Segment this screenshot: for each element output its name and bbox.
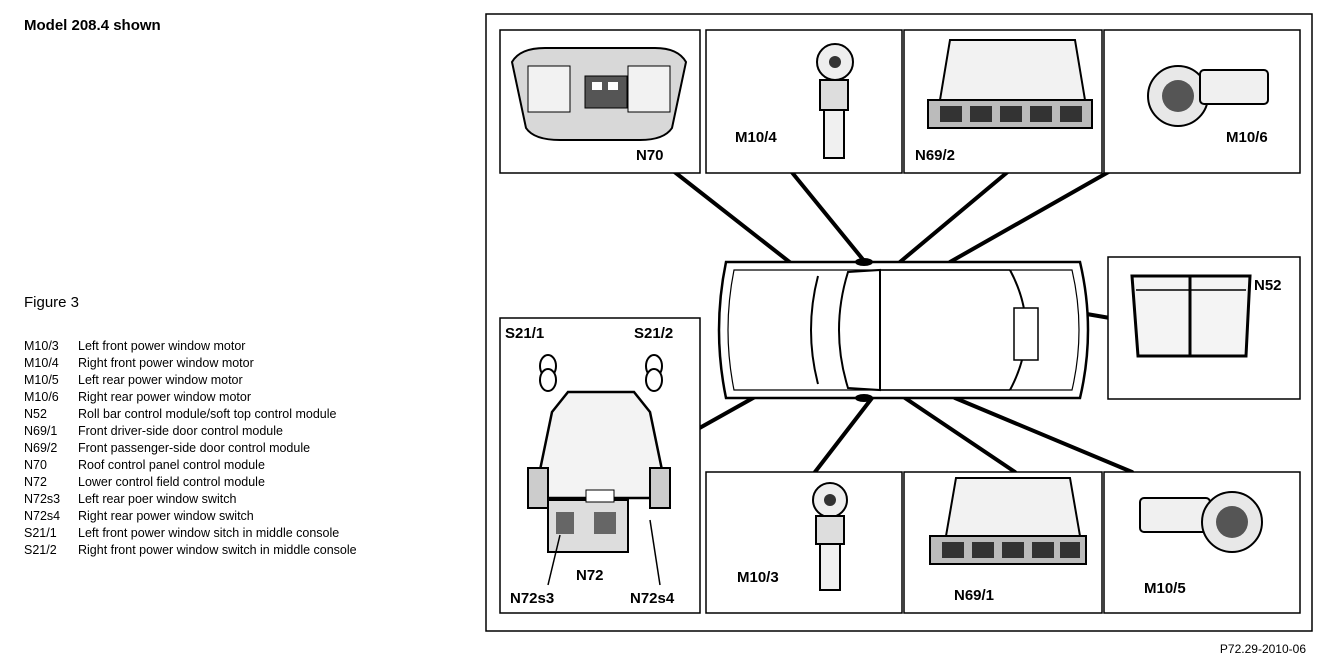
figure-title: Figure 3 bbox=[24, 294, 80, 311]
door-control-module-icon bbox=[929, 477, 1087, 565]
label-m10-3: M10/3 bbox=[737, 569, 779, 586]
legend-desc: Front passenger-side door control module bbox=[78, 441, 311, 455]
box-n52: N52 bbox=[1107, 256, 1301, 400]
legend-code: N70 bbox=[24, 458, 47, 472]
legend-code: M10/5 bbox=[24, 373, 59, 387]
legend-item: N70 Roof control panel control module bbox=[24, 457, 357, 474]
legend-code: S21/2 bbox=[24, 543, 57, 557]
legend-item: N72s3 Left rear poer window switch bbox=[24, 491, 357, 508]
box-m10-3: M10/3 bbox=[705, 471, 903, 614]
model-caption: Model 208.4 shown bbox=[24, 17, 161, 34]
label-n72s4: N72s4 bbox=[630, 590, 675, 607]
legend-code: M10/4 bbox=[24, 356, 59, 370]
box-n69-1: N69/1 bbox=[903, 471, 1103, 614]
legend-desc: Right front power window motor bbox=[78, 356, 254, 370]
label-n69-1: N69/1 bbox=[954, 587, 994, 604]
legend-item: M10/5 Left rear power window motor bbox=[24, 372, 357, 389]
box-n69-2: N69/2 bbox=[903, 29, 1103, 174]
legend-desc: Roll bar control module/soft top control… bbox=[78, 407, 337, 421]
legend-item: N52 Roll bar control module/soft top cont… bbox=[24, 406, 357, 423]
legend-item: N72s4 Right rear power window switch bbox=[24, 508, 357, 525]
window-motor-icon bbox=[816, 43, 854, 159]
label-s21-2: S21/2 bbox=[634, 325, 673, 342]
box-n72: S21/1 S21/2 N72 N72s3 N72s4 bbox=[499, 317, 701, 614]
legend-desc: Left rear poer window switch bbox=[78, 492, 237, 506]
door-control-module-icon bbox=[927, 39, 1093, 129]
legend-code: S21/1 bbox=[24, 526, 57, 540]
label-n52: N52 bbox=[1254, 277, 1282, 294]
label-n72s3: N72s3 bbox=[510, 590, 554, 607]
figure-reference: P72.29-2010-06 bbox=[1219, 642, 1306, 656]
label-n69-2: N69/2 bbox=[915, 147, 955, 164]
label-n72: N72 bbox=[576, 567, 604, 584]
label-m10-6: M10/6 bbox=[1226, 129, 1268, 146]
legend-desc: Right rear power window motor bbox=[78, 390, 251, 404]
label-s21-1: S21/1 bbox=[505, 325, 544, 342]
legend-item: M10/3 Left front power window motor bbox=[24, 338, 357, 355]
legend-code: N69/2 bbox=[24, 441, 58, 455]
legend-code: N72s4 bbox=[24, 509, 61, 523]
legend-desc: Left front power window motor bbox=[78, 339, 246, 353]
box-m10-4: M10/4 bbox=[705, 29, 903, 174]
legend-item: M10/4 Right front power window motor bbox=[24, 355, 357, 372]
label-n70: N70 bbox=[636, 147, 664, 164]
legend-code: N52 bbox=[24, 407, 47, 421]
box-n70: N70 bbox=[499, 29, 701, 174]
legend-code: N72s3 bbox=[24, 492, 61, 506]
legend-item: S21/2 Right front power window switch in … bbox=[24, 542, 357, 559]
legend-desc: Lower control field control module bbox=[78, 475, 265, 489]
label-m10-4: M10/4 bbox=[735, 129, 777, 146]
legend-desc: Front driver-side door control module bbox=[78, 424, 283, 438]
window-motor-icon bbox=[1139, 491, 1263, 553]
legend-desc: Roof control panel control module bbox=[78, 458, 265, 472]
component-legend: M10/3 Left front power window motor M10/4… bbox=[24, 338, 357, 559]
diagram-frame bbox=[485, 13, 1313, 632]
car-top-view-icon bbox=[717, 258, 1090, 402]
roof-control-panel-icon bbox=[510, 47, 688, 141]
lower-control-field-icon bbox=[527, 390, 671, 553]
legend-code: N72 bbox=[24, 475, 47, 489]
legend-item: N69/2 Front passenger-side door control m… bbox=[24, 440, 357, 457]
box-m10-5: M10/5 bbox=[1103, 471, 1301, 614]
legend-item: N72 Lower control field control module bbox=[24, 474, 357, 491]
switch-s21-1-icon bbox=[539, 354, 557, 392]
box-m10-6: M10/6 bbox=[1103, 29, 1301, 174]
legend-desc: Right rear power window switch bbox=[78, 509, 254, 523]
legend-desc: Right front power window switch in middl… bbox=[78, 543, 357, 557]
window-motor-icon bbox=[812, 482, 848, 591]
legend-code: M10/3 bbox=[24, 339, 59, 353]
window-motor-icon bbox=[1147, 65, 1269, 127]
legend-code: N69/1 bbox=[24, 424, 58, 438]
label-m10-5: M10/5 bbox=[1144, 580, 1186, 597]
legend-item: S21/1 Left front power window sitch in mi… bbox=[24, 525, 357, 542]
legend-desc: Left rear power window motor bbox=[78, 373, 243, 387]
roll-bar-module-icon bbox=[1130, 274, 1252, 358]
legend-desc: Left front power window sitch in middle … bbox=[78, 526, 340, 540]
legend-item: N69/1 Front driver-side door control modu… bbox=[24, 423, 357, 440]
legend-code: M10/6 bbox=[24, 390, 59, 404]
switch-s21-2-icon bbox=[645, 354, 663, 392]
legend-item: M10/6 Right rear power window motor bbox=[24, 389, 357, 406]
